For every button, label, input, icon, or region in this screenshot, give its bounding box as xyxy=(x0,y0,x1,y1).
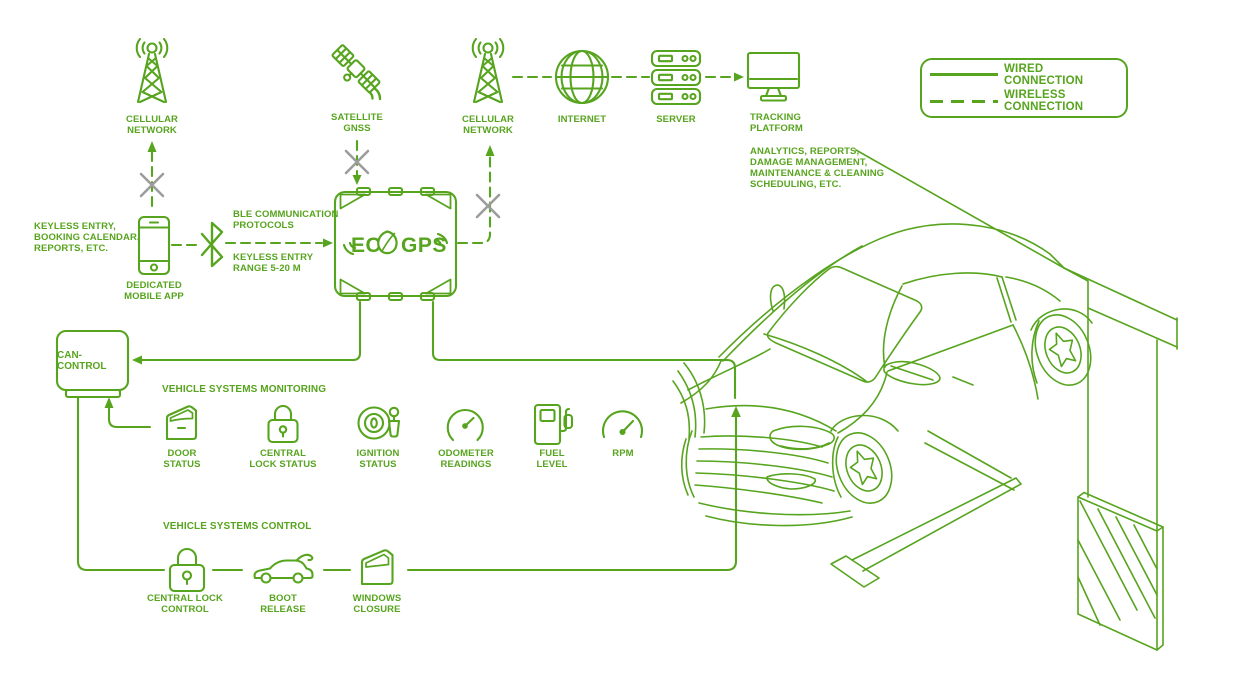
boot-release-label: BOOT RELEASE xyxy=(260,593,306,615)
odometer-readings-label: ODOMETER READINGS xyxy=(438,448,494,470)
car-boot-icon xyxy=(253,553,314,584)
tracking-platform-label: TRACKING PLATFORM xyxy=(750,112,803,134)
door-status-label: DOOR STATUS xyxy=(163,448,201,470)
wireless-label: WIRELESS CONNECTION xyxy=(1004,89,1084,114)
gauge-icon xyxy=(446,408,484,442)
legend-wireless-row: WIRELESS CONNECTION xyxy=(930,89,1118,113)
can-control-box xyxy=(55,329,130,399)
legend-wired-row: WIRED CONNECTION xyxy=(930,63,1118,87)
cellular-tower-left-icon xyxy=(135,37,169,104)
rpm-label: RPM xyxy=(612,448,634,459)
fuel-level-label: FUEL LEVEL xyxy=(536,448,568,470)
bluetooth-icon xyxy=(200,221,224,268)
windows-closure-label: WINDOWS CLOSURE xyxy=(352,593,402,615)
svg-text:GPS: GPS xyxy=(401,234,447,257)
tracking-platform-monitor-icon xyxy=(746,51,801,102)
internet-globe-icon xyxy=(554,49,610,105)
tracking-platform-note: ANALYTICS, REPORTS, DAMAGE MANAGEMENT, M… xyxy=(750,146,885,190)
server-label: SERVER xyxy=(656,114,696,125)
wireless-line-sample xyxy=(930,99,998,103)
satellite-gnss-icon xyxy=(331,44,382,101)
satellite-gnss-label: SATELLITE GNSS xyxy=(331,112,383,134)
mobile-features-note: KEYLESS ENTRY, BOOKING CALENDAR, REPORTS… xyxy=(34,221,140,254)
car-window-icon xyxy=(360,549,394,586)
padlock-icon xyxy=(267,405,299,444)
signal-arcs-icon xyxy=(342,241,357,256)
car-illustration xyxy=(672,223,1100,527)
ignition-key-icon xyxy=(357,406,401,440)
central-lock-status-label: CENTRAL LOCK STATUS xyxy=(249,448,317,470)
ignition-status-label: IGNITION STATUS xyxy=(356,448,400,470)
central-lock-control-label: CENTRAL LOCK CONTROL xyxy=(147,593,223,615)
blocked-connection-x-icon xyxy=(139,149,501,219)
car-door-icon xyxy=(165,405,198,441)
smartphone-icon xyxy=(137,215,171,276)
cellular-tower-right-icon xyxy=(471,37,505,104)
signal-arcs-icon xyxy=(434,232,449,247)
parking-garage-illustration xyxy=(830,149,1178,651)
wired-line-sample xyxy=(930,73,998,77)
control-heading: VEHICLE SYSTEMS CONTROL xyxy=(163,521,312,532)
ecogps-logo: EC GPS xyxy=(351,230,447,257)
wired-connectors xyxy=(76,300,738,572)
padlock-icon xyxy=(168,547,206,593)
connection-legend: WIRED CONNECTION WIRELESS CONNECTION xyxy=(920,58,1128,118)
rear-wheel xyxy=(1025,307,1100,394)
speedometer-icon xyxy=(601,410,644,439)
fuel-pump-icon xyxy=(533,403,574,446)
internet-label: INTERNET xyxy=(557,114,607,125)
cellular-network-left-label: CELLULAR NETWORK xyxy=(126,114,178,136)
mobile-app-label: DEDICATED MOBILE APP xyxy=(124,280,184,302)
svg-text:EC: EC xyxy=(351,234,381,257)
cellular-network-right-label: CELLULAR NETWORK xyxy=(462,114,514,136)
server-icon xyxy=(650,49,702,106)
connector-arrowheads xyxy=(104,72,744,417)
ble-range-note: KEYLESS ENTRY RANGE 5-20 M xyxy=(233,252,314,274)
wired-label: WIRED CONNECTION xyxy=(1004,62,1084,87)
can-control-label: CAN-CONTROL xyxy=(57,349,107,372)
ble-protocols-note: BLE COMMUNICATION PROTOCOLS xyxy=(233,209,339,231)
wireless-connectors xyxy=(150,75,735,247)
front-wheel xyxy=(826,425,901,512)
monitoring-heading: VEHICLE SYSTEMS MONITORING xyxy=(162,384,327,395)
ecogps-device: EC GPS xyxy=(333,186,458,302)
